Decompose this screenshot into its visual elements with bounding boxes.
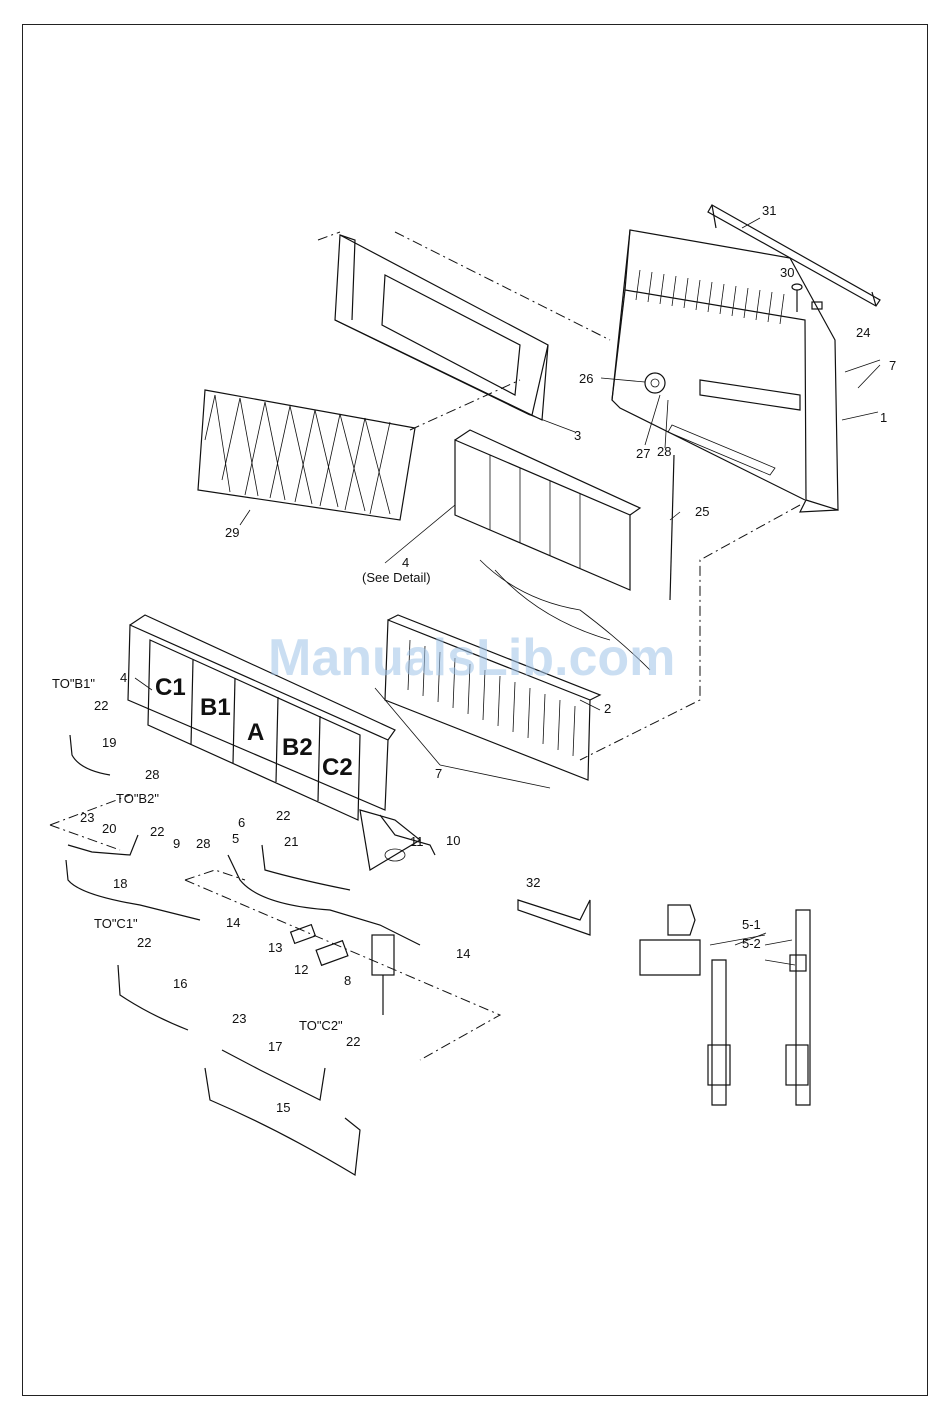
callout-3: 3	[574, 428, 581, 443]
callout-10: 10	[446, 833, 460, 848]
part-26-control	[645, 373, 665, 393]
burner-label-b2: B2	[282, 734, 313, 761]
part-29-screen	[198, 390, 415, 520]
callout-17: 17	[268, 1039, 282, 1054]
callout-5: 5	[232, 831, 239, 846]
callout-5-1: 5-1	[742, 917, 761, 932]
callout-7-top: 7	[889, 358, 896, 373]
callout-11: 11	[410, 834, 424, 849]
callout-16: 16	[173, 976, 187, 991]
callout-7-bottom: 7	[435, 766, 442, 781]
burner-label-a: A	[247, 719, 264, 746]
callout-31: 31	[762, 203, 776, 218]
leader-lines	[135, 218, 880, 965]
callout-23-a: 23	[80, 810, 94, 825]
callout-2: 2	[604, 701, 611, 716]
burner-label-c1: C1	[155, 674, 186, 701]
callout-27: 27	[636, 446, 650, 461]
callout-13: 13	[268, 940, 282, 955]
callout-28-a: 28	[145, 767, 159, 782]
callout-22-e: 22	[346, 1034, 360, 1049]
callout-32: 32	[526, 875, 540, 890]
to-c2-label: TO"C2"	[299, 1018, 343, 1033]
callout-22-b: 22	[150, 824, 164, 839]
callout-4-top: 4	[402, 555, 409, 570]
callout-20: 20	[102, 821, 116, 836]
part-25-wire	[670, 455, 674, 600]
callout-28-top: 28	[657, 444, 671, 459]
callout-22-d: 22	[137, 935, 151, 950]
callout-25: 25	[695, 504, 709, 519]
part-32-bracket	[518, 900, 590, 935]
burner-label-c2: C2	[322, 754, 353, 781]
part-30-screw	[792, 284, 802, 312]
part-31-bracket	[708, 205, 880, 306]
callout-22-c: 22	[276, 808, 290, 823]
callout-30: 30	[780, 265, 794, 280]
part-1-cabinet	[612, 230, 838, 512]
callout-14-a: 14	[226, 915, 240, 930]
callout-6: 6	[238, 815, 245, 830]
watermark: ManualsLib.com	[268, 629, 675, 687]
callout-24: 24	[856, 325, 870, 340]
callout-22-a: 22	[94, 698, 108, 713]
to-c1-label: TO"C1"	[94, 916, 138, 931]
callout-5-2: 5-2	[742, 936, 761, 951]
callout-4-left: 4	[120, 670, 127, 685]
part-3-frame	[335, 235, 548, 420]
to-b2-label: TO"B2"	[116, 791, 159, 806]
callout-26: 26	[579, 371, 593, 386]
callout-4-see-detail: (See Detail)	[362, 570, 431, 585]
callout-1: 1	[880, 410, 887, 425]
callout-9: 9	[173, 836, 180, 851]
callout-12: 12	[294, 962, 308, 977]
callout-14-b: 14	[456, 946, 470, 961]
detail-5-pilot	[640, 905, 810, 1105]
callout-23-b: 23	[232, 1011, 246, 1026]
callout-29: 29	[225, 525, 239, 540]
burner-label-b1: B1	[200, 694, 231, 721]
to-b1-label: TO"B1"	[52, 676, 95, 691]
callout-21: 21	[284, 834, 298, 849]
callout-18: 18	[113, 876, 127, 891]
callout-19: 19	[102, 735, 116, 750]
callout-15: 15	[276, 1100, 290, 1115]
callout-28-b: 28	[196, 836, 210, 851]
callout-8: 8	[344, 973, 351, 988]
